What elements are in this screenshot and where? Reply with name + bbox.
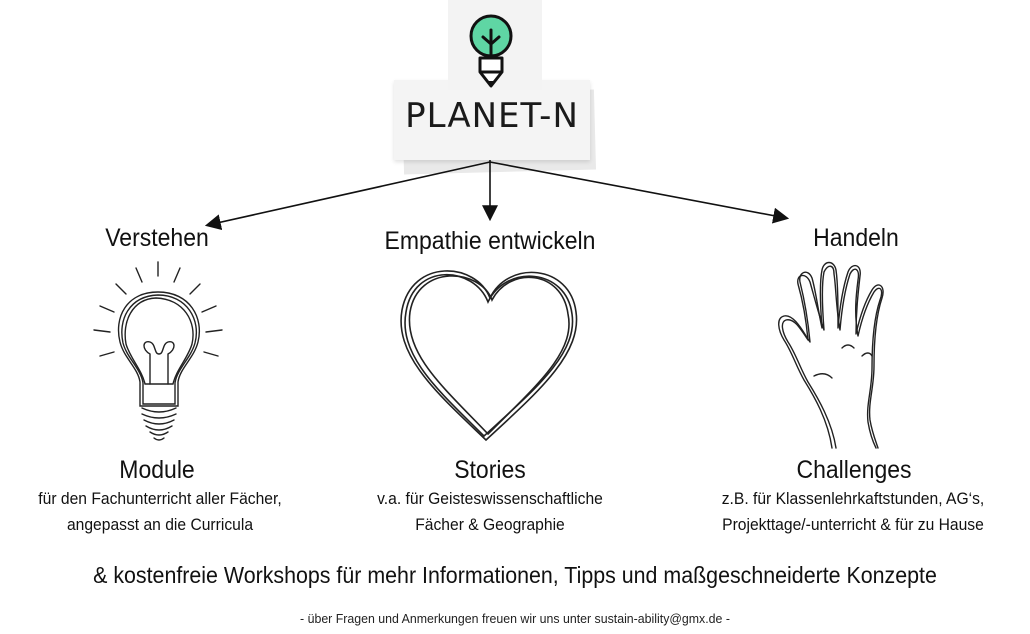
footer-main: & kostenfreie Workshops für mehr Informa… [93, 562, 937, 588]
tree-pencil-icon [448, 0, 542, 90]
column-desc-line: Fächer & Geographie [415, 515, 565, 534]
column-desc-line: z.B. für Klassenlehrkaftstunden, AG‘s, [721, 489, 985, 508]
logo-name: PLANET-N [405, 96, 579, 136]
column-heading-stories: Stories [454, 456, 526, 484]
column-desc-line: v.a. für Geisteswissenschaftliche [377, 489, 603, 508]
arrow-right [489, 161, 790, 224]
column-desc-module: für den Fachunterricht aller Fächer, ang… [22, 486, 298, 538]
column-desc-stories: v.a. für Geisteswissenschaftliche Fächer… [352, 486, 628, 538]
pencil-tip [487, 81, 495, 87]
tree-trunk [481, 28, 501, 62]
logo-card [394, 80, 590, 160]
footer-contact-note: - über Fragen und Anmerkungen freuen wir… [300, 611, 730, 626]
column-desc-challenges: z.B. für Klassenlehrkaftstunden, AG‘s, P… [701, 486, 1005, 538]
column-heading-challenges: Challenges [796, 456, 912, 484]
column-title-verstehen: Verstehen [105, 224, 209, 252]
column-heading-module: Module [119, 456, 195, 484]
hand-icon [778, 261, 884, 449]
column-desc-line: angepasst an die Curricula [66, 515, 254, 534]
column-title-empathie: Empathie entwickeln [384, 227, 596, 255]
arrow-left [204, 161, 491, 231]
lightbulb-icon [93, 261, 223, 441]
column-title-handeln: Handeln [813, 224, 899, 252]
column-desc-line: Projekttage/-unterricht & für zu Hause [722, 515, 984, 534]
column-desc-line: für den Fachunterricht aller Fächer, [38, 489, 282, 508]
heart-icon [400, 270, 578, 442]
